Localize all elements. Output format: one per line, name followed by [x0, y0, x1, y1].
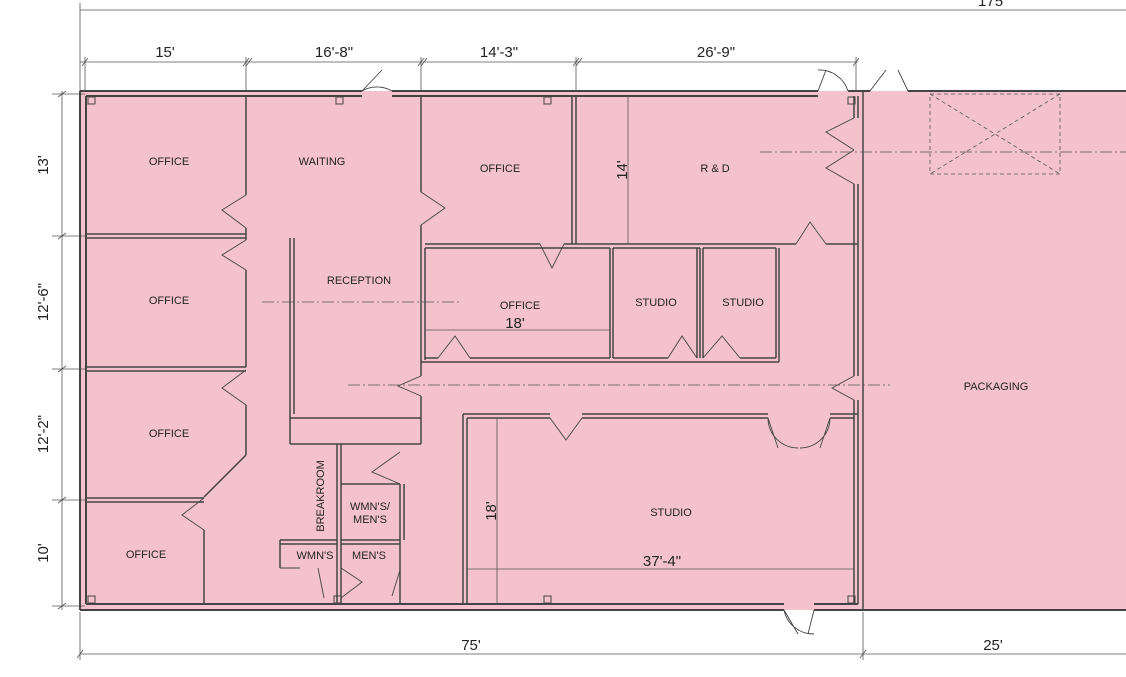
dim-top-3: 14'-3": [480, 44, 518, 61]
dim-left-2: 12'-6": [35, 283, 52, 321]
room-label-office-6: OFFICE: [126, 549, 166, 561]
room-label-reception: RECEPTION: [327, 275, 391, 287]
dim-left-3: 12'-2": [35, 415, 52, 453]
room-label-packaging: PACKAGING: [964, 381, 1029, 393]
dim-left-4: 10': [35, 543, 52, 563]
dim-bottom-2: 25': [983, 637, 1003, 654]
room-label-wmns: WMN'S: [297, 550, 334, 562]
room-label-office-1: OFFICE: [149, 156, 189, 168]
room-label-office-5: OFFICE: [149, 428, 189, 440]
dim-office-width: 18': [505, 315, 525, 332]
dim-top-1: 15': [155, 44, 175, 61]
room-label-studio-3: STUDIO: [650, 507, 692, 519]
room-label-breakroom: BREAKROOM: [315, 460, 327, 532]
dim-left-1: 13': [35, 155, 52, 175]
dim-top-2: 16'-8": [315, 44, 353, 61]
room-label-mens: MEN'S: [352, 550, 386, 562]
dim-studio-width: 37'-4": [643, 553, 681, 570]
dim-rd-depth: 14': [614, 160, 631, 180]
annotation-lines: [262, 93, 1126, 604]
room-label-waiting: WAITING: [299, 156, 346, 168]
room-label-studio-1: STUDIO: [635, 297, 677, 309]
room-label-wmns-mens-line1: WMN'S/: [350, 501, 391, 513]
interior-walls: [86, 91, 864, 610]
room-label-office-4: OFFICE: [500, 300, 540, 312]
dimension-labels: 175' 15' 16'-8" 14'-3" 26'-9" 13' 12'-6"…: [35, 0, 1006, 654]
dim-studio-depth: 18': [483, 501, 500, 521]
dim-top-overall: 175': [978, 0, 1006, 10]
room-label-studio-2: STUDIO: [722, 297, 764, 309]
room-label-office-2: OFFICE: [480, 163, 520, 175]
dim-top-4: 26'-9": [697, 44, 735, 61]
room-label-wmns-mens-line2: MEN'S: [353, 514, 387, 526]
room-label-r-and-d: R & D: [700, 163, 729, 175]
door-swings: [181, 69, 909, 635]
dim-bottom-1: 75': [461, 637, 481, 654]
exterior-walls: [79, 90, 1126, 611]
structural-columns: [87, 96, 856, 604]
room-label-office-3: OFFICE: [149, 295, 189, 307]
floor-area: [80, 91, 1126, 610]
room-labels: OFFICE WAITING OFFICE R & D OFFICE RECEP…: [126, 156, 1028, 562]
dimension-lines: [52, 3, 1126, 660]
